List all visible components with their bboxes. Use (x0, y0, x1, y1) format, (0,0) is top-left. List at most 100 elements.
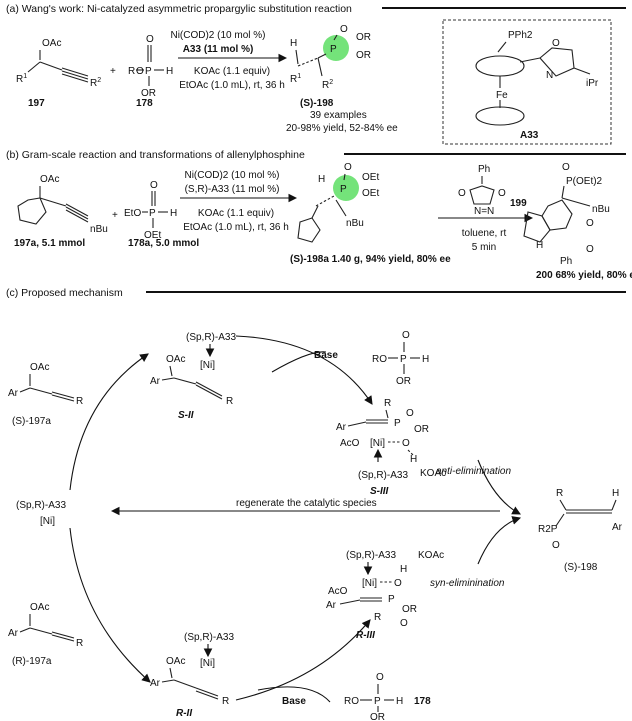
cond-b-3: KOAc (1.1 equiv) (198, 208, 274, 219)
svg-text:OEt: OEt (362, 188, 379, 199)
svg-text:O: O (376, 672, 384, 683)
svg-text:H: H (536, 240, 543, 251)
section-c-header: (c) Proposed mechanism (6, 287, 123, 299)
svg-text:Ar: Ar (150, 678, 161, 689)
cond-a-3: KOAc (1.1 equiv) (194, 66, 270, 77)
svg-text:nBu: nBu (592, 204, 610, 215)
svg-text:OAc: OAc (42, 38, 61, 49)
arrow-cat-to-rii (69, 527, 151, 683)
intermediate-s-ii: (Sp,R)-A33 [Ni] OAc Ar R S-II (150, 332, 236, 421)
arrow-base-top (271, 351, 327, 373)
cond-b-1: Ni(COD)2 (10 mol %) (184, 170, 279, 181)
svg-text:OAc: OAc (166, 656, 185, 667)
s-ii-label: S-II (178, 410, 194, 421)
reagent-199: Ph O O N=N 199 (458, 164, 527, 217)
svg-text:OR: OR (414, 424, 429, 435)
svg-text:P: P (388, 594, 395, 605)
phosphite-bottom: O RO P H OR 178 (344, 672, 431, 721)
svg-text:OR: OR (370, 712, 385, 721)
svg-text:H: H (612, 488, 619, 499)
svg-text:O: O (402, 438, 410, 449)
phosphorus-highlight-b (333, 175, 359, 201)
svg-text:P: P (400, 354, 407, 365)
svg-text:H: H (410, 454, 417, 465)
svg-text:P: P (330, 44, 337, 55)
intermediate-r-iii: (Sp,R)-A33 KOAc [Ni] O H AcO Ar P OR R O… (326, 550, 444, 641)
compound-197a: OAc nBu 197a, 5.1 mmol (14, 174, 108, 249)
svg-text:OAc: OAc (40, 174, 59, 185)
svg-text:R2P: R2P (538, 524, 558, 535)
catalyst-line2: [Ni] (40, 516, 55, 527)
svg-text:R: R (384, 398, 391, 409)
examples-count: 39 examples (310, 110, 367, 121)
svg-text:(Sp,R)-A33: (Sp,R)-A33 (358, 470, 408, 481)
svg-text:O: O (394, 578, 402, 589)
svg-text:R1: R1 (290, 73, 301, 85)
svg-text:Ar: Ar (150, 376, 161, 387)
svg-text:[Ni]: [Ni] (200, 360, 215, 371)
arrow-sii-to-siii (235, 335, 373, 405)
svg-text:R1: R1 (16, 73, 27, 85)
svg-text:OEt: OEt (144, 230, 161, 241)
arrow-cat-to-sii (69, 353, 149, 491)
svg-text:H: H (318, 174, 325, 185)
svg-text:OR: OR (356, 50, 371, 61)
svg-text:[Ni]: [Ni] (200, 658, 215, 669)
svg-text:Ar: Ar (336, 422, 347, 433)
svg-text:RO: RO (372, 354, 387, 365)
svg-text:H: H (400, 564, 407, 575)
svg-text:OEt: OEt (362, 172, 379, 183)
svg-text:[Ni]: [Ni] (370, 438, 385, 449)
svg-text:O: O (400, 618, 408, 629)
anti-elimination-label: anti-eliminination (436, 466, 511, 477)
svg-text:O: O (552, 540, 560, 551)
label-178-c: 178 (414, 696, 431, 707)
svg-text:P: P (394, 418, 401, 429)
svg-text:R: R (128, 66, 135, 77)
intermediate-r-ii: (Sp,R)-A33 [Ni] OAc Ar R R-II (150, 632, 234, 719)
svg-text:Ph: Ph (560, 256, 572, 267)
svg-text:(Sp,R)-A33: (Sp,R)-A33 (184, 632, 234, 643)
compound-197a-label: 197a, 5.1 mmol (14, 238, 85, 249)
compound-r-197a: OAc Ar R (R)-197a (8, 602, 83, 667)
svg-text:AcO: AcO (328, 586, 348, 597)
compound-198a-label: (S)-198a 1.40 g, 94% yield, 80% ee (290, 254, 451, 265)
svg-text:N: N (546, 70, 553, 81)
compound-178-label: 178 (136, 98, 153, 109)
product-s-198-label: (S)-198 (564, 562, 598, 573)
cond-b-4: EtOAc (1.0 mL), rt, 36 h (183, 222, 289, 233)
svg-text:O: O (458, 188, 466, 199)
svg-text:O: O (146, 34, 154, 45)
arrow-rii-to-riii (235, 619, 371, 701)
svg-text:nBu: nBu (346, 218, 364, 229)
svg-text:R: R (556, 488, 563, 499)
svg-text:PPh2: PPh2 (508, 30, 533, 41)
compound-s-197a: OAc Ar R (S)-197a (8, 362, 83, 427)
compound-198a: P O OEt OEt H nBu (S)-198a 1.40 g, 94% y… (290, 162, 451, 265)
svg-text:P(OEt)2: P(OEt)2 (566, 176, 603, 187)
svg-text:H: H (396, 696, 403, 707)
s-197a-label: (S)-197a (12, 416, 51, 427)
svg-text:[Ni]: [Ni] (362, 578, 377, 589)
cond-b-2: (S,R)-A33 (11 mol %) (185, 184, 280, 195)
svg-text:AcO: AcO (340, 438, 360, 449)
cond-a-2: A33 (11 mol %) (183, 44, 254, 55)
svg-text:O: O (402, 330, 410, 341)
compound-198-label: (S)-198 (300, 98, 334, 109)
svg-text:R2: R2 (322, 79, 333, 91)
compound-200: O P(OEt)2 nBu H O O Ph 200 68% yield, 80… (523, 162, 632, 281)
compound-197: OAc R1 R2 197 (16, 38, 101, 109)
svg-text:R: R (374, 612, 381, 623)
svg-text:P: P (340, 184, 347, 195)
svg-text:O: O (406, 408, 414, 419)
arrow-base-bottom (257, 686, 331, 703)
reagent-199-label: 199 (510, 198, 527, 209)
svg-text:OAc: OAc (30, 602, 49, 613)
syn-elimination-label: syn-eliminination (430, 578, 505, 589)
svg-text:Ar: Ar (612, 522, 623, 533)
svg-text:R: R (76, 638, 83, 649)
compound-178a: O EtO P H OEt 178a, 5.0 mmol (124, 180, 199, 249)
cond-b2-2: 5 min (472, 242, 496, 253)
svg-text:nBu: nBu (90, 224, 108, 235)
